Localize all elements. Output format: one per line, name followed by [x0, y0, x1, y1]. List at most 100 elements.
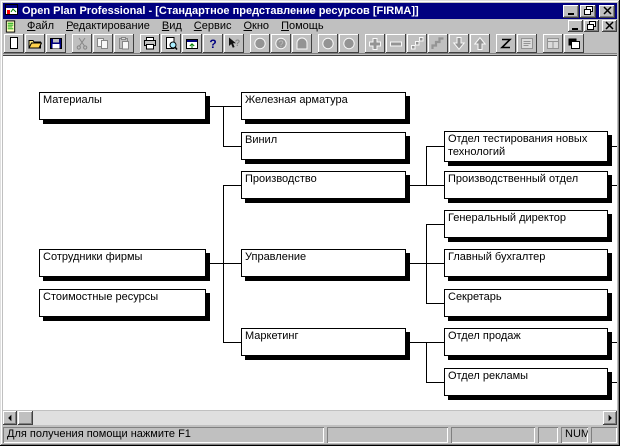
- node-sales-dept[interactable]: Отдел продаж: [444, 328, 608, 356]
- node-label: Производственный отдел: [448, 173, 579, 185]
- node-chief-accountant[interactable]: Главный бухгалтер: [444, 249, 608, 277]
- node-circle-b-button: [318, 33, 338, 53]
- menu-items: Файл Редактирование Вид Сервис Окно Помощь: [21, 19, 330, 33]
- print-preview-icon: [166, 36, 178, 50]
- window-cascade-button[interactable]: [564, 33, 584, 53]
- node-iron-fittings[interactable]: Железная арматура: [241, 92, 406, 120]
- import-window-icon: [186, 38, 198, 49]
- node-production-dept[interactable]: Производственный отдел: [444, 171, 608, 199]
- save-floppy-button[interactable]: [46, 33, 66, 53]
- status-pane-num: NUM: [561, 427, 588, 443]
- node-management[interactable]: Управление: [241, 249, 406, 277]
- node-circle-question-button: ?: [271, 33, 291, 53]
- close-button[interactable]: [599, 4, 615, 18]
- status-pane-empty: [538, 427, 558, 443]
- svg-text:?: ?: [278, 39, 283, 49]
- restore-button[interactable]: [584, 20, 599, 32]
- connector-line: [426, 224, 444, 225]
- menu-help[interactable]: Помощь: [281, 20, 324, 32]
- connector-line: [426, 342, 427, 382]
- node-circle-icon: [254, 37, 266, 49]
- node-new-tech-testing-dept[interactable]: Отдел тестирования новых технологий: [444, 131, 608, 162]
- connector-line: [612, 146, 617, 147]
- node-label: Стоимостные ресурсы: [43, 291, 159, 303]
- connector-line: [223, 146, 241, 147]
- open-plan-app-icon: [5, 4, 18, 15]
- connector-line: [223, 185, 241, 186]
- close-button[interactable]: [602, 20, 617, 32]
- org-steps-button: [428, 33, 448, 53]
- svg-text:?: ?: [235, 38, 241, 48]
- print-preview-button[interactable]: [161, 33, 181, 53]
- restore-button[interactable]: [580, 4, 596, 18]
- menu-view[interactable]: Вид: [161, 20, 182, 32]
- scroll-left-button[interactable]: [3, 411, 17, 425]
- node-production[interactable]: Производство: [241, 171, 406, 199]
- menu-service[interactable]: Сервис: [193, 20, 232, 32]
- cut-scissors-icon: [76, 37, 88, 50]
- node-label: Отдел тестирования новых технологий: [448, 133, 588, 158]
- node-label: Материалы: [43, 94, 102, 106]
- scroll-right-button[interactable]: [603, 411, 617, 425]
- node-marketing[interactable]: Маркетинг: [241, 328, 406, 356]
- copy-pages-icon: [97, 37, 108, 49]
- node-vinyl[interactable]: Винил: [241, 132, 406, 160]
- node-label: Управление: [245, 251, 307, 263]
- close-icon: [602, 6, 612, 15]
- org-steps-icon: [431, 36, 444, 49]
- import-window-button[interactable]: [182, 33, 202, 53]
- zigzag-z-button[interactable]: [496, 33, 516, 53]
- arrow-down-icon: [452, 36, 466, 50]
- scroll-left-icon: [8, 414, 12, 422]
- restore-icon: [583, 6, 593, 15]
- zigzag-z-icon: [500, 38, 512, 48]
- node-arch-button: [292, 33, 312, 53]
- status-panes: NUM: [327, 427, 617, 443]
- status-bar: Для получения помощи нажмите F1 NUM: [3, 427, 617, 443]
- link-dots-button: [407, 33, 427, 53]
- expand-plus-icon: [369, 37, 381, 50]
- node-cost-resources[interactable]: Стоимостные ресурсы: [39, 289, 206, 317]
- arrow-up-icon: [473, 36, 487, 50]
- connector-line: [223, 185, 224, 342]
- minimize-button[interactable]: [568, 20, 583, 32]
- node-company-employees[interactable]: Сотрудники фирмы: [39, 249, 206, 277]
- node-materials[interactable]: Материалы: [39, 92, 206, 120]
- open-folder-button[interactable]: [25, 33, 45, 53]
- horizontal-scrollbar[interactable]: [3, 411, 617, 425]
- connector-line: [223, 106, 224, 146]
- mdi-controls: [567, 20, 617, 32]
- connector-line: [410, 263, 444, 264]
- context-help-button: ?: [224, 33, 244, 53]
- status-pane-empty: [591, 427, 617, 443]
- status-pane-empty: [451, 427, 535, 443]
- menu-edit[interactable]: Редактирование: [66, 20, 150, 32]
- new-page-button[interactable]: [4, 33, 24, 53]
- help-question-button[interactable]: ?: [203, 33, 223, 53]
- minimize-button[interactable]: [563, 4, 579, 18]
- window-cascade-icon: [568, 38, 580, 49]
- mdi-document-icon: [5, 19, 16, 33]
- connector-line: [210, 263, 241, 264]
- node-label: Генеральный директор: [448, 212, 566, 224]
- node-general-director[interactable]: Генеральный директор: [444, 210, 608, 238]
- node-label: Маркетинг: [245, 330, 299, 342]
- node-advertising-dept[interactable]: Отдел рекламы: [444, 368, 608, 396]
- notes-page-button: [517, 33, 537, 53]
- status-message: Для получения помощи нажмите F1: [3, 427, 324, 443]
- connector-line: [426, 146, 444, 147]
- node-secretary[interactable]: Секретарь: [444, 289, 608, 317]
- menu-file[interactable]: Файл: [27, 20, 55, 32]
- context-help-icon: ?: [229, 37, 241, 48]
- notes-page-icon: [521, 37, 533, 49]
- print-button[interactable]: [140, 33, 160, 53]
- connector-line: [426, 224, 427, 303]
- collapse-minus-icon: [390, 41, 402, 46]
- scrollbar-thumb[interactable]: [18, 411, 33, 425]
- menu-window[interactable]: Окно: [243, 20, 270, 32]
- node-label: Отдел рекламы: [448, 370, 529, 382]
- connector-line: [410, 185, 444, 186]
- node-label: Отдел продаж: [448, 330, 521, 342]
